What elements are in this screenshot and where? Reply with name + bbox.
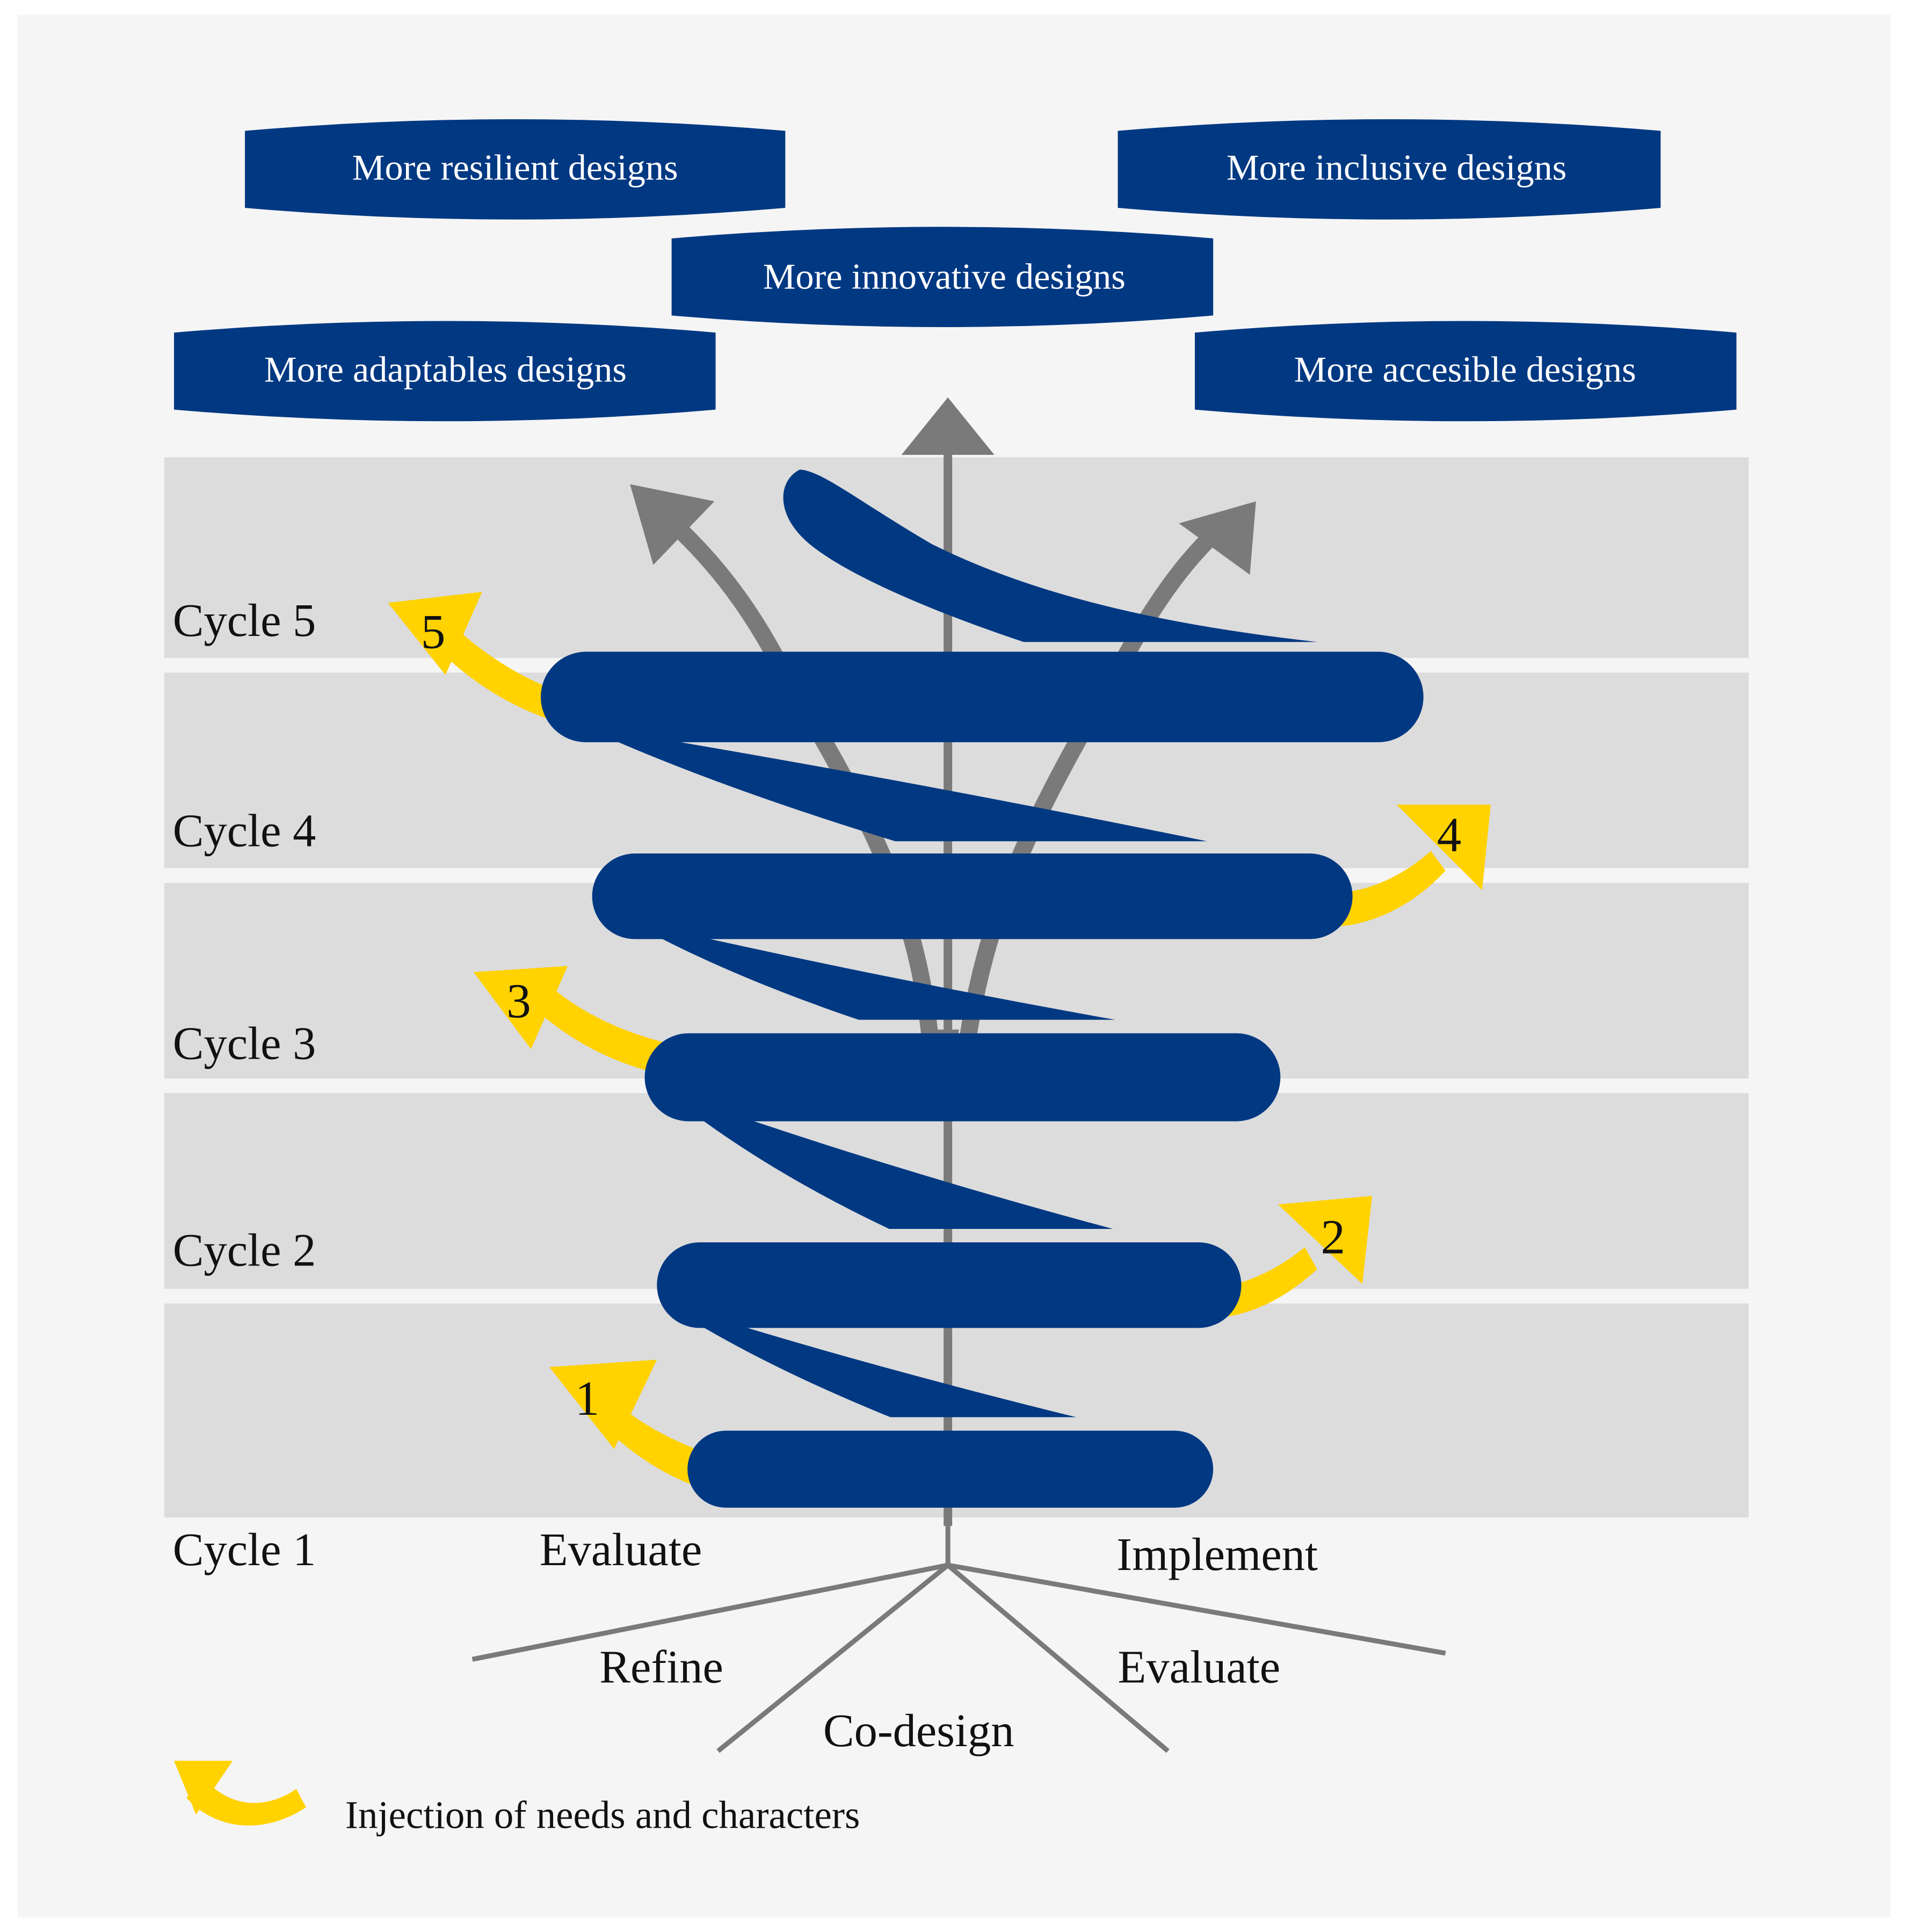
injection-number-3: 3 (506, 974, 531, 1028)
phase-line-codesign-right (946, 1563, 1170, 1753)
phase-line-evaluate (947, 1562, 1446, 1656)
yellow-curved-arrow-icon (174, 1761, 233, 1815)
injection-arrow-3-shaft (528, 984, 678, 1076)
outcome-adaptable: More adaptables designs (264, 349, 627, 389)
outcome-accessible-shape (1194, 321, 1737, 422)
outcome-resilient: More resilient designs (352, 147, 678, 188)
phase-implement: Implement (1116, 1529, 1318, 1580)
spiral-connector-2 (687, 1109, 1113, 1229)
phase-line-codesign-left (716, 1563, 949, 1753)
outcome-inclusive: More inclusive designs (1227, 147, 1566, 188)
injection-number-4: 4 (1437, 808, 1462, 862)
outcome-resilient-shape (245, 119, 786, 220)
central-arrow-head-icon (901, 397, 995, 455)
injection-arrow-2-head-icon (1278, 1196, 1373, 1284)
spiral-connector-1 (690, 1319, 1077, 1417)
phase-codesign: Co-design (823, 1705, 1014, 1756)
injection-arrow-1-head-icon (549, 1359, 657, 1449)
phase-line-refine (471, 1562, 949, 1662)
outcome-innovative-shape (671, 227, 1214, 327)
spiral-connector-3 (648, 931, 1116, 1020)
outcome-inclusive-shape (1118, 119, 1661, 220)
injection-arrow-3-head-icon (473, 966, 568, 1050)
phase-refine: Refine (599, 1641, 723, 1693)
phase-evaluate-bottom: Evaluate (1118, 1641, 1281, 1693)
cycle-bar-4 (592, 853, 1353, 939)
outcome-innovative: More innovative designs (763, 256, 1126, 296)
phase-evaluate-top: Evaluate (540, 1524, 702, 1575)
spiral-connector-4 (604, 736, 1207, 842)
spiral-connector-5 (783, 469, 1317, 642)
injection-number-2: 2 (1321, 1210, 1345, 1264)
cycle-bar-3 (644, 1033, 1281, 1121)
cycle-3-label: Cycle 3 (173, 1018, 316, 1069)
cycle-bar-1 (687, 1430, 1214, 1508)
cycle-bar-5 (541, 652, 1424, 742)
right-arrow-head-icon (1179, 501, 1256, 575)
outcome-accessible: More accesible designs (1294, 349, 1636, 389)
cycle-2-label: Cycle 2 (173, 1224, 316, 1276)
legend-arrow-shaft (186, 1783, 306, 1826)
injection-arrow-4-head-icon (1396, 804, 1491, 891)
left-arrow-head-icon (630, 484, 715, 565)
injection-number-1: 1 (575, 1371, 600, 1426)
cycle-1-label: Cycle 1 (173, 1524, 316, 1575)
outcome-adaptable-shape (174, 321, 716, 422)
cycle-5-label: Cycle 5 (173, 595, 316, 646)
cycle-bar-2 (657, 1242, 1242, 1328)
cycle-4-label: Cycle 4 (173, 805, 316, 856)
legend-label: Injection of needs and characters (345, 1793, 860, 1836)
injection-number-5: 5 (421, 605, 446, 659)
injection-arrow-5-head-icon (388, 591, 482, 675)
